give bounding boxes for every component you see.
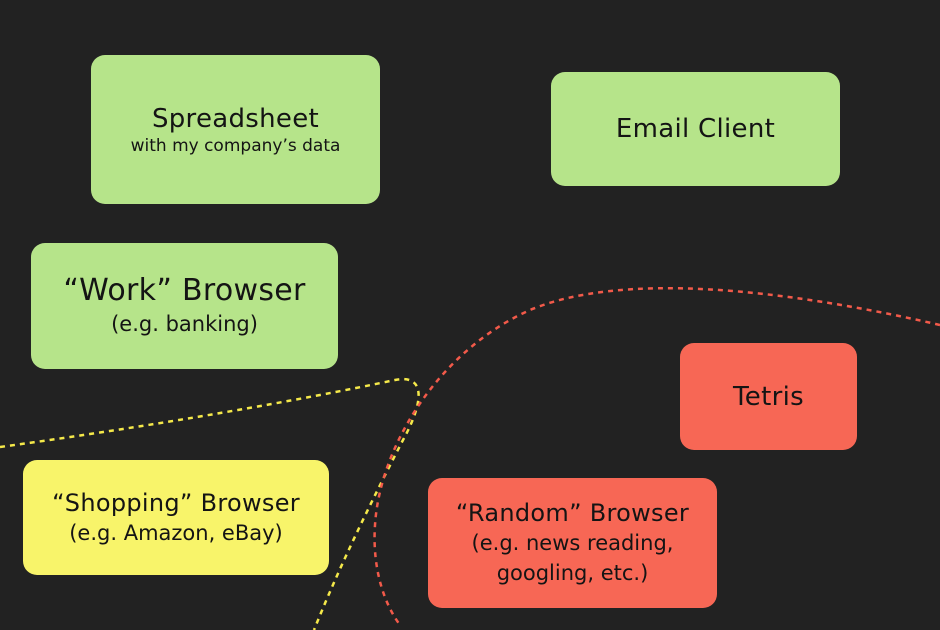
shopping-browser-box: “Shopping” Browser (e.g. Amazon, eBay) <box>23 460 329 575</box>
email-client-box: Email Client <box>551 72 840 186</box>
tetris-title: Tetris <box>733 381 804 412</box>
random-browser-title: “Random” Browser <box>455 499 690 527</box>
spreadsheet-subtitle: with my company’s data <box>130 135 341 156</box>
email-client-title: Email Client <box>615 114 776 144</box>
work-browser-title: “Work” Browser <box>63 273 306 308</box>
random-zone-boundary <box>373 287 940 626</box>
random-browser-subtitle-line1: (e.g. news reading, <box>471 531 674 555</box>
spreadsheet-app-box: Spreadsheet with my company’s data <box>91 55 380 204</box>
shopping-browser-subtitle: (e.g. Amazon, eBay) <box>69 520 283 545</box>
shopping-zone-boundary <box>0 377 420 630</box>
tetris-app-box: Tetris <box>680 343 857 450</box>
random-browser-subtitle-line2: googling, etc.) <box>496 561 649 585</box>
random-browser-box: “Random” Browser (e.g. news reading, goo… <box>428 478 717 608</box>
work-browser-subtitle: (e.g. banking) <box>111 312 258 336</box>
work-browser-box: “Work” Browser (e.g. banking) <box>31 243 338 369</box>
spreadsheet-title: Spreadsheet <box>151 103 320 134</box>
shopping-browser-title: “Shopping” Browser <box>52 488 300 517</box>
